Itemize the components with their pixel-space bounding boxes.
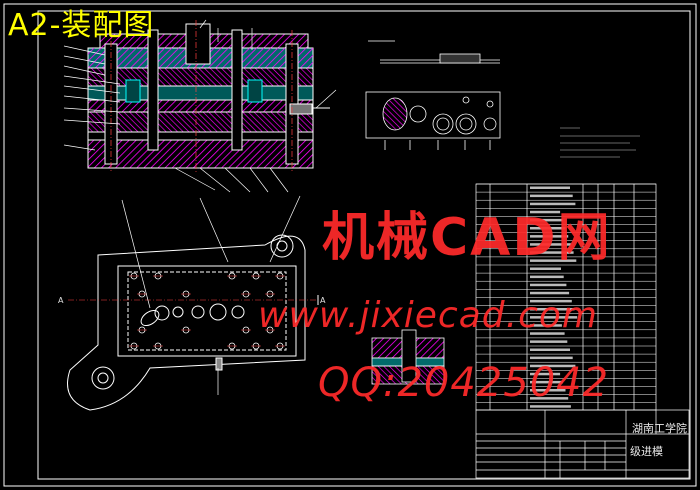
front-view-leaders (63, 19, 337, 193)
bom-row-text-stroke (530, 308, 575, 311)
technical-notes (560, 127, 640, 158)
bom-row-text-stroke (530, 218, 563, 222)
bom-row-text-stroke (530, 243, 571, 246)
title-block (475, 409, 690, 479)
bom-row-text-stroke (530, 235, 569, 238)
bom-row-text-stroke (530, 340, 568, 343)
watermark-site-name: 机械CAD网 (322, 208, 612, 268)
bom-row-text-stroke (530, 186, 570, 189)
plan-view-leaders (121, 195, 301, 395)
bom-row-text-stroke (530, 397, 569, 400)
bom-row-text-stroke (530, 316, 578, 319)
bom-row-text-stroke (530, 324, 562, 327)
watermark-qq: QQ:20425042 (318, 360, 610, 406)
bom-row-text-stroke (530, 194, 573, 198)
bom-row-text-stroke (530, 380, 563, 384)
bom-row-text-stroke (530, 389, 566, 392)
bom-row-text-stroke (530, 299, 572, 303)
section-marker-right: A (320, 296, 326, 305)
bom-row-text-stroke (530, 283, 567, 287)
section-marker-left: A (58, 296, 64, 305)
side-partial-section (371, 329, 445, 385)
title-block-school: 湖南工学院 (632, 422, 687, 435)
drawing-inner-border (37, 10, 691, 480)
front-section-view (87, 20, 330, 172)
bom-row-text-stroke (530, 259, 577, 262)
bom-rows (476, 183, 656, 408)
bom-row-text-stroke (530, 348, 570, 351)
bom-row-text-stroke (530, 291, 570, 295)
watermark-url: www.jixiecad.com (258, 295, 598, 336)
bom-row-text-stroke (530, 275, 564, 279)
title-block-part-name: 级进模 (630, 445, 663, 458)
bom-row-text-stroke (530, 251, 574, 254)
bom-row-text-stroke (530, 332, 565, 335)
bom-row-text-stroke (530, 356, 573, 360)
bom-row-text-stroke (530, 364, 576, 368)
bom-row-text-stroke (530, 227, 566, 230)
drawing-border (3, 3, 697, 487)
bom-row-text-stroke (530, 372, 561, 376)
drawing-title: A2-装配图 (8, 8, 155, 43)
strip-layout-view (365, 40, 501, 150)
plan-view (67, 234, 319, 411)
plan-view-holes (129, 272, 285, 350)
bom-row-text-stroke (530, 210, 561, 214)
bom-row-text-stroke (530, 405, 571, 408)
bom-row-text-stroke (530, 267, 561, 270)
bom-row-text-stroke (530, 202, 576, 206)
